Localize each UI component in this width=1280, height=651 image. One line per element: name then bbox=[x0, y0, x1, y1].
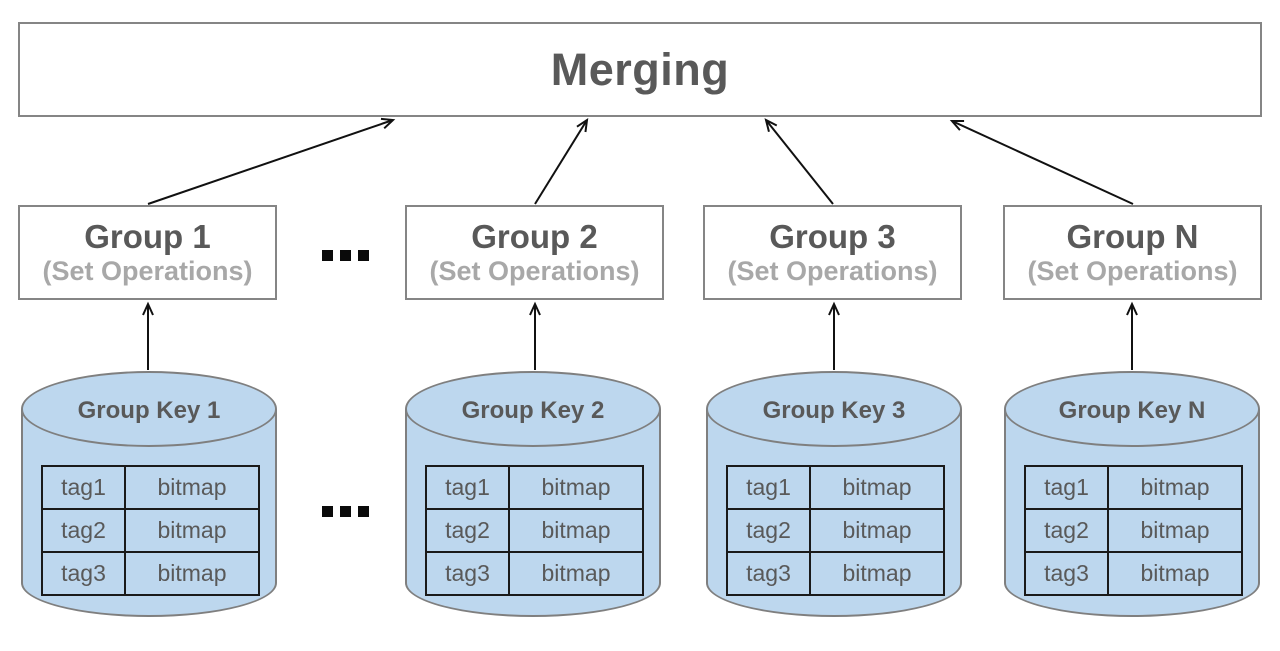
ellipsis-dot bbox=[322, 506, 333, 517]
table-row: tag1 bitmap bbox=[425, 465, 644, 510]
arrow-group3-to-merging bbox=[764, 118, 834, 205]
group-1-subtitle: (Set Operations) bbox=[42, 256, 253, 286]
group-1-box: Group 1 (Set Operations) bbox=[18, 205, 277, 300]
arrow-group1-to-merging bbox=[147, 117, 396, 205]
cylinder-top-ellipse: Group Key 3 bbox=[706, 371, 962, 447]
tag-cell: tag1 bbox=[726, 465, 811, 510]
tag-cell: tag2 bbox=[41, 508, 126, 553]
tag-cell: tag3 bbox=[1024, 551, 1109, 596]
merging-label: Merging bbox=[550, 43, 730, 95]
table-row: tag3 bitmap bbox=[425, 551, 644, 596]
group-2-title: Group 2 bbox=[471, 218, 598, 255]
group-2-subtitle: (Set Operations) bbox=[429, 256, 640, 286]
group-key-n-store: Group Key N tag1 bitmap tag2 bitmap tag3… bbox=[1004, 371, 1260, 617]
group-key-2-label: Group Key 2 bbox=[461, 397, 605, 424]
group-n-box: Group N (Set Operations) bbox=[1003, 205, 1262, 300]
bitmap-cell: bitmap bbox=[1107, 465, 1243, 510]
ellipsis-dot bbox=[358, 506, 369, 517]
table-row: tag1 bitmap bbox=[726, 465, 945, 510]
bitmap-cell: bitmap bbox=[1107, 508, 1243, 553]
group-2-box: Group 2 (Set Operations) bbox=[405, 205, 664, 300]
tag-cell: tag2 bbox=[1024, 508, 1109, 553]
bitmap-cell: bitmap bbox=[508, 508, 644, 553]
group-key-2-store: Group Key 2 tag1 bitmap tag2 bitmap tag3… bbox=[405, 371, 661, 617]
cylinder-top-ellipse: Group Key 1 bbox=[21, 371, 277, 447]
bitmap-cell: bitmap bbox=[124, 508, 260, 553]
tag-cell: tag1 bbox=[1024, 465, 1109, 510]
bitmap-cell: bitmap bbox=[809, 551, 945, 596]
group-key-3-store: Group Key 3 tag1 bitmap tag2 bitmap tag3… bbox=[706, 371, 962, 617]
group-3-subtitle: (Set Operations) bbox=[727, 256, 938, 286]
tag-cell: tag3 bbox=[726, 551, 811, 596]
table-row: tag2 bitmap bbox=[726, 508, 945, 553]
group-key-n-label: Group Key N bbox=[1058, 397, 1206, 424]
arrow-groupn-to-merging bbox=[949, 119, 1134, 205]
bitmap-cell: bitmap bbox=[809, 465, 945, 510]
table-row: tag1 bitmap bbox=[1024, 465, 1243, 510]
ellipsis-dot bbox=[322, 250, 333, 261]
ellipsis-between-groups: ... bbox=[322, 250, 369, 261]
tag-cell: tag3 bbox=[425, 551, 510, 596]
bitmap-cell: bitmap bbox=[124, 465, 260, 510]
group-3-title: Group 3 bbox=[769, 218, 896, 255]
group-key-3-label: Group Key 3 bbox=[762, 397, 906, 424]
bitmap-cell: bitmap bbox=[1107, 551, 1243, 596]
group-key-1-label: Group Key 1 bbox=[77, 397, 221, 424]
group-3-box: Group 3 (Set Operations) bbox=[703, 205, 962, 300]
ellipsis-dot bbox=[358, 250, 369, 261]
table-row: tag3 bitmap bbox=[726, 551, 945, 596]
table-row: tag1 bitmap bbox=[41, 465, 260, 510]
ellipsis-dot bbox=[340, 506, 351, 517]
table-row: tag3 bitmap bbox=[1024, 551, 1243, 596]
group-key-1-store: Group Key 1 tag1 bitmap tag2 bitmap tag3… bbox=[21, 371, 277, 617]
table-row: tag2 bitmap bbox=[41, 508, 260, 553]
ellipsis-dot bbox=[340, 250, 351, 261]
arrow-group2-to-merging bbox=[534, 117, 589, 205]
tag-cell: tag3 bbox=[41, 551, 126, 596]
table-row: tag3 bitmap bbox=[41, 551, 260, 596]
bitmap-cell: bitmap bbox=[809, 508, 945, 553]
tag-cell: tag2 bbox=[425, 508, 510, 553]
bitmap-cell: bitmap bbox=[508, 551, 644, 596]
group-n-title: Group N bbox=[1066, 218, 1199, 255]
tag-bitmap-table: tag1 bitmap tag2 bitmap tag3 bitmap bbox=[726, 465, 945, 596]
tag-cell: tag1 bbox=[425, 465, 510, 510]
cylinder-top-ellipse: Group Key N bbox=[1004, 371, 1260, 447]
tag-bitmap-table: tag1 bitmap tag2 bitmap tag3 bitmap bbox=[41, 465, 260, 596]
merging-box: Merging bbox=[18, 22, 1262, 117]
table-row: tag2 bitmap bbox=[425, 508, 644, 553]
ellipsis-between-stores: ... bbox=[322, 506, 369, 517]
cylinder-top-ellipse: Group Key 2 bbox=[405, 371, 661, 447]
bitmap-cell: bitmap bbox=[508, 465, 644, 510]
table-row: tag2 bitmap bbox=[1024, 508, 1243, 553]
tag-cell: tag2 bbox=[726, 508, 811, 553]
bitmap-cell: bitmap bbox=[124, 551, 260, 596]
tag-bitmap-table: tag1 bitmap tag2 bitmap tag3 bitmap bbox=[1024, 465, 1243, 596]
group-1-title: Group 1 bbox=[84, 218, 211, 255]
group-n-subtitle: (Set Operations) bbox=[1027, 256, 1238, 286]
tag-cell: tag1 bbox=[41, 465, 126, 510]
tag-bitmap-table: tag1 bitmap tag2 bitmap tag3 bitmap bbox=[425, 465, 644, 596]
